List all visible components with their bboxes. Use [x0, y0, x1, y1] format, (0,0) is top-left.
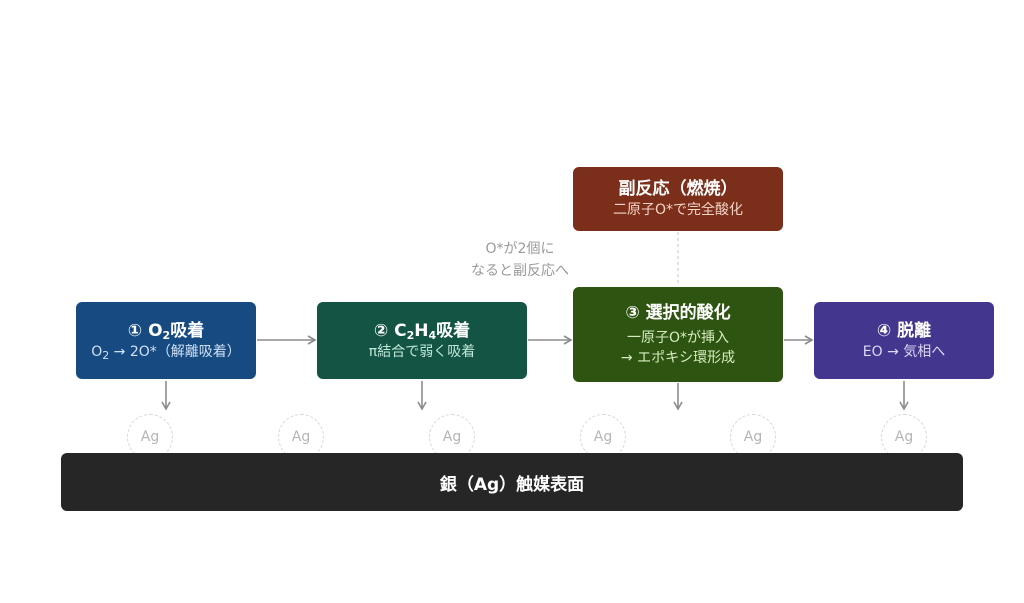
ag-atom: Ag — [730, 414, 776, 460]
step-2-desc: π結合で弱く吸着 — [368, 343, 476, 360]
ag-atom: Ag — [881, 414, 927, 460]
side-reaction-note: O*が2個に なると副反応へ — [440, 238, 600, 282]
note-line-2: なると副反応へ — [471, 263, 569, 279]
ag-atom: Ag — [278, 414, 324, 460]
side-reaction-title: 副反応（燃焼） — [618, 179, 738, 199]
ag-atom: Ag — [127, 414, 173, 460]
step-2-ethylene-adsorption: ② C2H4吸着 π結合で弱く吸着 — [317, 302, 527, 379]
step-4-desc: EO → 気相へ — [862, 343, 946, 360]
silver-catalyst-surface: 銀（Ag）触媒表面 — [61, 453, 963, 511]
note-line-1: O*が2個に — [485, 241, 555, 257]
step-1-o2-adsorption: ① O2吸着 O2 → 2O*（解離吸着） — [76, 302, 256, 379]
step-4-title: ④ 脱離 — [876, 320, 932, 341]
step-3-selective-oxidation: ③ 選択的酸化 一原子O*が挿入 → エポキシ環形成 — [573, 287, 783, 382]
step-1-title: ① O2吸着 — [127, 320, 205, 342]
step-3-desc-line-1: 一原子O*が挿入 — [626, 329, 730, 346]
step-1-desc: O2 → 2O*（解離吸着） — [91, 343, 241, 362]
step-2-title: ② C2H4吸着 — [373, 320, 471, 342]
step-4-desorption: ④ 脱離 EO → 気相へ — [814, 302, 994, 379]
side-reaction-box: 副反応（燃焼） 二原子O*で完全酸化 — [573, 167, 783, 231]
step-3-desc-line-2: → エポキシ環形成 — [620, 349, 736, 366]
ag-atom: Ag — [580, 414, 626, 460]
ag-atom: Ag — [429, 414, 475, 460]
step-3-title: ③ 選択的酸化 — [625, 302, 731, 323]
side-reaction-desc: 二原子O*で完全酸化 — [612, 202, 744, 218]
